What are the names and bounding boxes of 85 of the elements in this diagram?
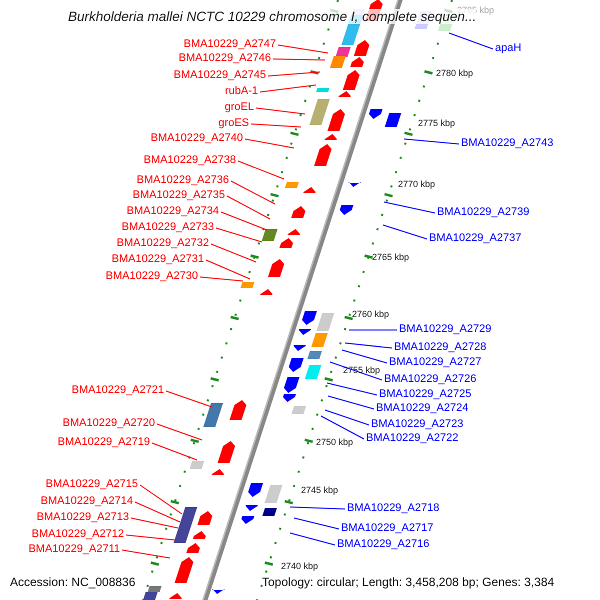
gene-label: apaH (495, 42, 522, 55)
leader-line (220, 212, 268, 230)
leader-line (290, 532, 336, 546)
leader-line (166, 390, 212, 408)
gene-label: BMA10229_A2712 (32, 528, 124, 541)
leader-line (326, 382, 378, 396)
leader-line (238, 160, 284, 180)
gene-label: BMA10229_A2747 (184, 38, 276, 51)
leader-line (226, 196, 270, 220)
gene-label: BMA10229_A2745 (174, 69, 266, 82)
tick-label: 2775 kbp (418, 118, 456, 129)
gene-label: BMA10229_A2731 (112, 253, 204, 266)
leader-line (384, 202, 436, 214)
gene-label: BMA10229_A2713 (36, 511, 129, 524)
gene-label: BMA10229_A2722 (366, 432, 458, 445)
tick-label: 2740 kbp (281, 561, 318, 572)
leader-line (344, 342, 392, 348)
leader-line (152, 442, 198, 460)
gene-label: BMA10229_A2719 (58, 436, 150, 449)
gene-label: BMA10229_A2729 (399, 323, 492, 336)
leader-line (290, 506, 346, 510)
gene-label: BMA10229_A2715 (46, 478, 138, 491)
leader-line (216, 228, 262, 242)
accession-text: Accession: NC_008836 (10, 576, 136, 589)
leader-line (122, 550, 170, 558)
gene-label: rubA-1 (224, 85, 258, 98)
gene-label: BMA10229_A2736 (136, 174, 229, 187)
leader-line (250, 124, 302, 128)
gene-label: BMA10229_A2728 (394, 341, 486, 354)
leader-line (134, 502, 180, 522)
gene-label: BMA10229_A2735 (132, 189, 225, 202)
gene-label: BMA10229_A2738 (144, 154, 236, 167)
gene-label: BMA10229_A2723 (371, 418, 464, 431)
gene-label: BMA10229_A2730 (106, 270, 198, 283)
gene-label: BMA10229_A2740 (150, 132, 243, 145)
tick-label: 2780 kbp (436, 68, 474, 79)
leader-line (210, 244, 256, 262)
leader-line (382, 224, 428, 240)
gene-label: BMA10229_A2721 (72, 384, 164, 397)
leader-line (328, 396, 374, 410)
gene-label: BMA10229_A2725 (379, 388, 472, 401)
gene-label: BMA10229_A2718 (347, 502, 440, 515)
gene-label: groEL (224, 101, 254, 114)
leader-line (294, 518, 340, 530)
leader-line (448, 32, 494, 50)
leader-line (278, 44, 328, 54)
tick-label: 2760 kbp (352, 309, 390, 320)
gene-label: BMA10229_A2739 (437, 206, 530, 219)
leader-line (156, 424, 202, 440)
gene-label: BMA10229_A2727 (389, 356, 482, 369)
leader-line (342, 350, 388, 364)
tick-label: 2750 kbp (316, 437, 354, 448)
leader-line (126, 534, 176, 540)
gene-label: BMA10229_A2724 (376, 402, 468, 415)
gene-label: BMA10229_A2720 (62, 417, 155, 430)
tick-label: 2785 kbp (457, 5, 494, 15)
leader-line (230, 180, 276, 204)
summary-text: Topology: circular; Length: 3,458,208 bp; Genes: 3,384 (262, 576, 554, 589)
gene-label: BMA10229_A2714 (40, 495, 133, 508)
gene-label: BMA10229_A2732 (116, 237, 209, 250)
leader-line (200, 276, 244, 282)
gene-label: BMA10229_A2743 (461, 137, 554, 150)
leader-line (130, 518, 178, 528)
leader-line (404, 138, 460, 144)
leader-line (260, 84, 316, 92)
tick-label: 2745 kbp (301, 485, 338, 496)
leader-line (244, 138, 294, 148)
leader-line (320, 416, 364, 440)
leader-line (272, 58, 326, 60)
leader-line (206, 260, 250, 280)
leader-line (324, 410, 370, 426)
gene-label: BMA10229_A2733 (122, 221, 214, 234)
leader-line (140, 484, 182, 514)
gene-label: BMA10229_A2717 (341, 522, 434, 535)
leader-line (268, 72, 320, 76)
gene-label: BMA10229_A2737 (429, 232, 522, 245)
gene-label: BMA10229_A2716 (337, 538, 430, 551)
tick-label: 2765 kbp (372, 252, 410, 263)
gene-label: BMA10229_A2726 (384, 373, 476, 386)
leader-line (256, 108, 306, 114)
gene-label: BMA10229_A2734 (126, 205, 219, 218)
gene-label: groES (218, 117, 249, 130)
gene-label: BMA10229_A2711 (28, 543, 120, 556)
tick-label: 2770 kbp (398, 179, 436, 190)
gene-label: BMA10229_A2746 (178, 52, 271, 65)
